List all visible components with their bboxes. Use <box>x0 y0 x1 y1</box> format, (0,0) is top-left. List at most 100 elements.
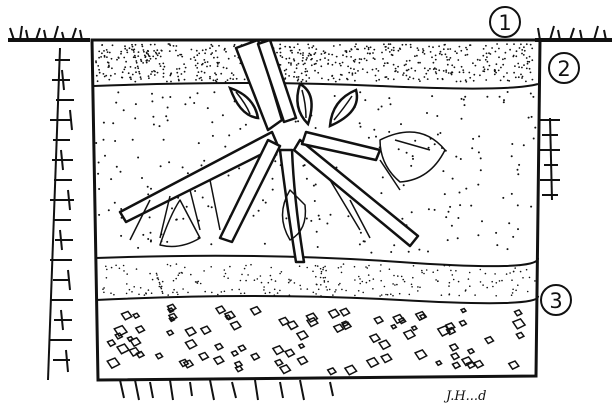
texture-dot <box>103 287 105 289</box>
texture-dot <box>149 216 151 218</box>
texture-dot <box>511 193 513 195</box>
texture-dot <box>224 146 226 148</box>
texture-dot <box>385 46 387 48</box>
texture-dot <box>480 269 482 271</box>
texture-dot <box>507 248 509 250</box>
pebble <box>199 352 208 360</box>
texture-dot <box>253 215 255 217</box>
texture-dot <box>152 56 154 58</box>
texture-dot <box>417 290 419 292</box>
texture-dot <box>315 48 317 50</box>
texture-dot <box>186 206 188 208</box>
texture-dot <box>393 78 395 80</box>
texture-dot <box>198 71 200 73</box>
pebble <box>393 315 404 324</box>
texture-dot <box>306 57 308 59</box>
texture-dot <box>124 45 126 47</box>
texture-dot <box>381 52 383 54</box>
texture-dot <box>512 56 514 58</box>
texture-dot <box>473 80 475 82</box>
texture-dot <box>189 97 191 99</box>
pebble <box>251 307 261 315</box>
texture-dot <box>276 52 278 54</box>
texture-dot <box>311 47 313 49</box>
texture-dot <box>195 79 197 81</box>
texture-dot <box>387 78 389 80</box>
texture-dot <box>534 127 536 129</box>
texture-dot <box>203 270 205 272</box>
texture-dot <box>137 247 139 249</box>
texture-dot <box>176 292 178 294</box>
texture-dot <box>319 59 321 61</box>
texture-dot <box>412 158 414 160</box>
texture-dot <box>533 138 535 140</box>
texture-dot <box>323 267 325 269</box>
texture-dot <box>517 284 519 286</box>
texture-dot <box>319 218 321 220</box>
texture-dot <box>354 266 356 268</box>
texture-dot <box>401 276 403 278</box>
texture-dot <box>288 75 290 77</box>
texture-dot <box>271 279 273 281</box>
pebble <box>452 362 460 368</box>
pebble <box>280 365 291 374</box>
texture-dot <box>223 276 225 278</box>
pebble <box>251 353 259 360</box>
texture-dot <box>228 175 230 177</box>
horizon-boundary-1-2 <box>94 83 538 89</box>
texture-dot <box>317 246 319 248</box>
texture-dot <box>254 279 256 281</box>
texture-dot <box>296 64 298 66</box>
texture-dot <box>315 127 317 129</box>
texture-dot <box>201 71 203 73</box>
texture-dot <box>142 46 144 48</box>
texture-dot <box>324 281 326 283</box>
pebble <box>214 356 224 364</box>
texture-dot <box>335 62 337 64</box>
texture-dot <box>426 269 428 271</box>
texture-dot <box>480 157 482 159</box>
pebble <box>459 320 466 326</box>
texture-dot <box>400 123 402 125</box>
texture-dot <box>387 294 389 296</box>
texture-dot <box>179 272 181 274</box>
texture-dot <box>531 59 533 61</box>
texture-dot <box>523 46 525 48</box>
texture-dot <box>403 72 405 74</box>
texture-dot <box>176 68 178 70</box>
texture-dot <box>111 67 113 69</box>
texture-dot <box>163 73 165 75</box>
texture-dot <box>528 117 530 119</box>
texture-dot <box>375 136 377 138</box>
texture-dot <box>265 293 267 295</box>
texture-dot <box>393 275 395 277</box>
texture-dot <box>437 78 439 80</box>
texture-dot <box>531 48 533 50</box>
texture-dot <box>406 70 408 72</box>
pebble <box>474 360 483 367</box>
texture-dot <box>478 151 480 153</box>
texture-dot <box>163 139 165 141</box>
texture-dot <box>472 138 474 140</box>
texture-dot <box>300 53 302 55</box>
texture-dot <box>98 188 100 190</box>
texture-dot <box>450 270 452 272</box>
texture-dot <box>363 240 365 242</box>
texture-dot <box>488 52 490 54</box>
texture-dot <box>527 291 529 293</box>
texture-dot <box>328 79 330 81</box>
texture-dot <box>475 65 477 67</box>
texture-dot <box>354 80 356 82</box>
texture-dot <box>222 114 224 116</box>
texture-dot <box>528 61 530 63</box>
texture-dot <box>485 59 487 61</box>
pebble <box>122 311 132 319</box>
texture-dot <box>215 74 217 76</box>
texture-dot <box>482 284 484 286</box>
texture-dot <box>506 72 508 74</box>
texture-dot <box>143 49 145 51</box>
texture-dot <box>491 281 493 283</box>
texture-dot <box>414 70 416 72</box>
texture-dot <box>357 70 359 72</box>
layer-1-texture <box>95 43 533 83</box>
